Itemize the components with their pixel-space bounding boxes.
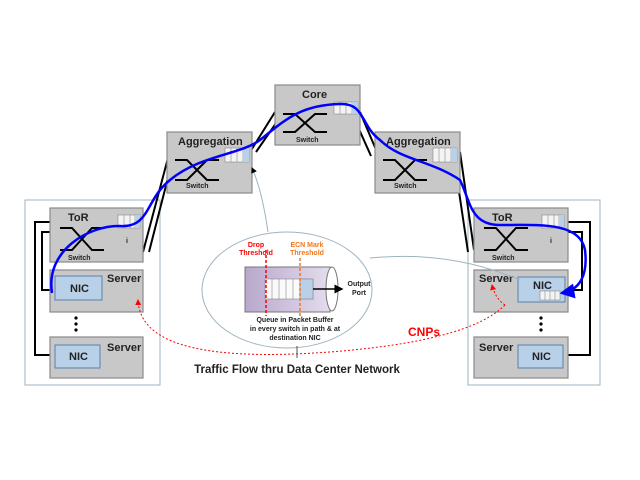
- svg-text:Server: Server: [107, 273, 142, 285]
- svg-text:Aggregation: Aggregation: [386, 136, 451, 148]
- traffic-flow-path: [50, 102, 587, 299]
- right-rack-group: [467, 199, 601, 386]
- tor-right-switch[interactable]: ToR Switch i: [473, 207, 569, 263]
- svg-text:Drop: Drop: [248, 242, 264, 249]
- queue-icon: [541, 214, 565, 229]
- nic: [517, 344, 564, 369]
- svg-text:in every switch in path & at: in every switch in path & at: [250, 326, 341, 333]
- svg-text:Switch: Switch: [296, 137, 319, 144]
- svg-text:Threshold: Threshold: [239, 250, 273, 257]
- server-left-2[interactable]: NIC Server: [49, 336, 144, 379]
- svg-text:ECN Mark: ECN Mark: [290, 242, 323, 249]
- svg-text:Switch: Switch: [186, 183, 209, 190]
- server-right-2[interactable]: NIC Server: [473, 336, 569, 379]
- svg-text:i: i: [126, 238, 128, 245]
- server-right-1[interactable]: NIC Server: [473, 269, 569, 313]
- svg-text:NIC: NIC: [532, 351, 551, 363]
- svg-text:NIC: NIC: [70, 283, 89, 295]
- svg-text:Server: Server: [479, 342, 514, 354]
- svg-text:NIC: NIC: [533, 280, 552, 292]
- ellipsis-dots: [74, 316, 543, 332]
- callout-line: [369, 255, 521, 281]
- svg-text:i: i: [550, 238, 552, 245]
- svg-text:Output: Output: [348, 281, 372, 288]
- cnp-label: CNPs: [408, 325, 440, 339]
- svg-text:Switch: Switch: [68, 255, 91, 262]
- svg-text:Server: Server: [107, 342, 142, 354]
- aggregation-left-switch[interactable]: Aggregation Switch: [166, 131, 253, 194]
- packet-buffer-queue: [244, 266, 344, 313]
- callout-line: [251, 167, 269, 233]
- switch-icon: [383, 159, 427, 181]
- tor-left-switch[interactable]: ToR Switch i: [49, 207, 144, 263]
- svg-text:Aggregation: Aggregation: [178, 136, 243, 148]
- aggregation-right-switch[interactable]: Aggregation Switch: [374, 131, 461, 194]
- svg-text:Switch: Switch: [394, 183, 417, 190]
- left-rack-group: [24, 199, 161, 386]
- svg-text:Threshold: Threshold: [290, 250, 324, 257]
- svg-text:Queue in Packet Buffer: Queue in Packet Buffer: [256, 317, 333, 324]
- switch-icon: [283, 113, 327, 133]
- queue-icon: [539, 290, 561, 301]
- core-switch[interactable]: Core Switch: [274, 84, 361, 146]
- svg-text:ToR: ToR: [68, 212, 89, 224]
- svg-text:ToR: ToR: [492, 212, 513, 224]
- queue-icon: [432, 147, 458, 163]
- server-left-1[interactable]: NIC Server: [49, 269, 144, 313]
- svg-text:NIC: NIC: [69, 351, 88, 363]
- svg-text:Port: Port: [352, 290, 367, 297]
- core-title: Core: [302, 89, 327, 101]
- svg-text:destination NIC: destination NIC: [269, 335, 320, 342]
- switch-icon: [484, 227, 528, 251]
- switch-icon: [175, 159, 219, 181]
- svg-text:Server: Server: [479, 273, 514, 285]
- svg-text:Switch: Switch: [492, 255, 515, 262]
- cnp-path: [135, 299, 506, 355]
- nic: [54, 344, 101, 369]
- diagram-caption: Traffic Flow thru Data Center Network: [194, 364, 400, 376]
- nic: [54, 275, 103, 301]
